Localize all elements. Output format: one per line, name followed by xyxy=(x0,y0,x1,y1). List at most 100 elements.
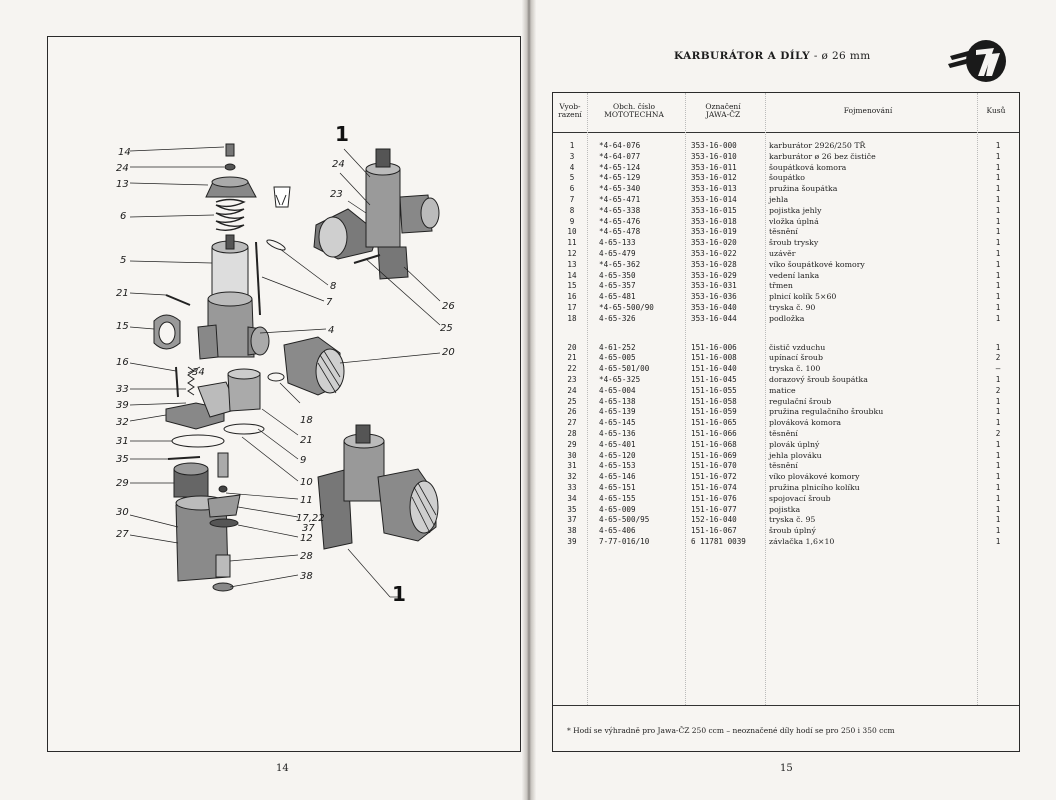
column-rule xyxy=(685,93,686,705)
callout-14: 14 xyxy=(118,147,131,158)
cell-kusu: 2 xyxy=(995,385,1001,395)
page-number-right: 15 xyxy=(780,763,793,774)
cell-vyrazeni: 24 xyxy=(567,385,577,395)
cell-kusu: 1 xyxy=(995,439,1001,449)
header-vyrazeni: Vyob- razení xyxy=(558,102,582,119)
header-obch-cislo: Obch. číslo MOTOTECHNA xyxy=(604,102,664,119)
cell-oznaceni: 353-16-011 xyxy=(691,162,737,172)
cell-pojmenovani: jehla xyxy=(769,195,789,204)
cell-pojmenovani: pružina plnicího kolíku xyxy=(769,483,860,492)
cell-oznaceni: 353-16-019 xyxy=(691,227,737,237)
cell-oznaceni: 151-16-076 xyxy=(691,493,737,503)
callout-39: 39 xyxy=(116,400,129,411)
cell-pojmenovani: pojistka xyxy=(769,504,801,514)
callout-1-bottom: 1 xyxy=(392,582,406,606)
cell-pojmenovani: vedení lanka xyxy=(769,270,820,280)
cell-vyrazeni: 23 xyxy=(567,375,577,384)
cell-obch-cislo: *4-65-478 xyxy=(599,227,641,237)
cell-vyrazeni: 22 xyxy=(567,364,577,374)
cell-kusu: 1 xyxy=(995,396,1001,406)
cell-oznaceni: 353-16-031 xyxy=(691,281,737,291)
cell-kusu: 1 xyxy=(995,375,1001,384)
exploded-diagram-frame: 14 24 13 6 5 21 15 16 33 39 32 31 35 29 … xyxy=(47,36,521,752)
cell-kusu: 1 xyxy=(995,292,1001,302)
cell-oznaceni: 353-16-020 xyxy=(691,238,737,248)
cell-obch-cislo: 4-65-401 xyxy=(599,439,636,449)
callout-15: 15 xyxy=(116,321,129,332)
callout-21b: 21 xyxy=(300,435,313,446)
callout-6: 6 xyxy=(120,211,126,222)
cell-oznaceni: 151-16-045 xyxy=(691,375,737,384)
cell-vyrazeni: 29 xyxy=(567,439,577,449)
cell-pojmenovani: tryska č. 90 xyxy=(769,303,816,312)
cell-vyrazeni: 17 xyxy=(567,303,577,312)
cell-oznaceni: 151-16-065 xyxy=(691,418,737,428)
header-kusu: Kusů xyxy=(986,106,1006,115)
cell-kusu: 1 xyxy=(995,418,1001,428)
column-rule xyxy=(587,93,588,705)
cell-vyrazeni: 32 xyxy=(567,472,577,482)
cell-kusu: 1 xyxy=(995,504,1001,514)
cell-pojmenovani: šroub úplný xyxy=(769,526,816,536)
cell-obch-cislo: 4-61-252 xyxy=(599,342,636,352)
cell-obch-cislo: 4-65-357 xyxy=(599,281,636,291)
cell-obch-cislo: 7-77-016/10 xyxy=(599,537,650,546)
cell-pojmenovani: šroub trysky xyxy=(769,238,819,248)
cell-kusu: 1 xyxy=(995,461,1001,471)
cell-pojmenovani: jehla plováku xyxy=(769,450,822,460)
cell-kusu: 1 xyxy=(995,537,1001,546)
cell-kusu: 1 xyxy=(995,407,1001,417)
cell-vyrazeni: 34 xyxy=(567,493,577,503)
cell-kusu: 1 xyxy=(995,270,1001,280)
cell-kusu: 1 xyxy=(995,151,1001,161)
callout-26: 26 xyxy=(442,301,455,312)
cell-pojmenovani: těsnění xyxy=(769,461,798,471)
callout-20: 20 xyxy=(442,347,455,358)
cell-kusu: 1 xyxy=(995,141,1001,150)
cell-vyrazeni: 16 xyxy=(567,292,577,302)
cell-vyrazeni: 37 xyxy=(567,515,577,525)
cell-pojmenovani: šoupátková komora xyxy=(769,162,847,172)
cell-obch-cislo: 4-65-005 xyxy=(599,353,636,363)
cell-vyrazeni: 21 xyxy=(567,353,577,363)
cell-pojmenovani: pružina regulačního šroubku xyxy=(769,407,884,417)
cell-kusu: 2 xyxy=(995,429,1001,438)
title-sub: - ø 26 mm xyxy=(810,50,871,62)
cell-kusu: 2 xyxy=(995,353,1001,363)
cell-oznaceni: 353-16-000 xyxy=(691,141,737,150)
cell-vyrazeni: 6 xyxy=(569,184,575,194)
footnote: * Hodí se výhradně pro Jawa-ČZ 250 ccm –… xyxy=(567,726,895,735)
cell-oznaceni: 151-16-059 xyxy=(691,407,737,417)
cell-oznaceni: 151-16-006 xyxy=(691,342,737,352)
cell-kusu: 1 xyxy=(995,249,1001,258)
cell-obch-cislo: 4-65-500/95 xyxy=(599,515,650,525)
cell-vyrazeni: 33 xyxy=(567,483,577,492)
cell-vyrazeni: 14 xyxy=(567,270,577,280)
cell-obch-cislo: 4-65-139 xyxy=(599,407,636,417)
carburetor-exploded-diagram: 14 24 13 6 5 21 15 16 33 39 32 31 35 29 … xyxy=(116,122,455,606)
page-number-left: 14 xyxy=(276,763,289,774)
cell-obch-cislo: 4-65-138 xyxy=(599,396,636,406)
cell-pojmenovani: regulační šroub xyxy=(769,396,832,406)
cell-obch-cislo: 4-65-406 xyxy=(599,526,636,536)
header-pojmenovani: Fojmenování xyxy=(843,106,893,115)
cell-obch-cislo: *4-65-362 xyxy=(599,259,641,269)
callout-18: 18 xyxy=(300,415,313,426)
cell-obch-cislo: *4-64-076 xyxy=(599,141,641,150)
cell-obch-cislo: 4-65-501/00 xyxy=(599,364,650,374)
cell-vyrazeni: 11 xyxy=(567,238,577,248)
